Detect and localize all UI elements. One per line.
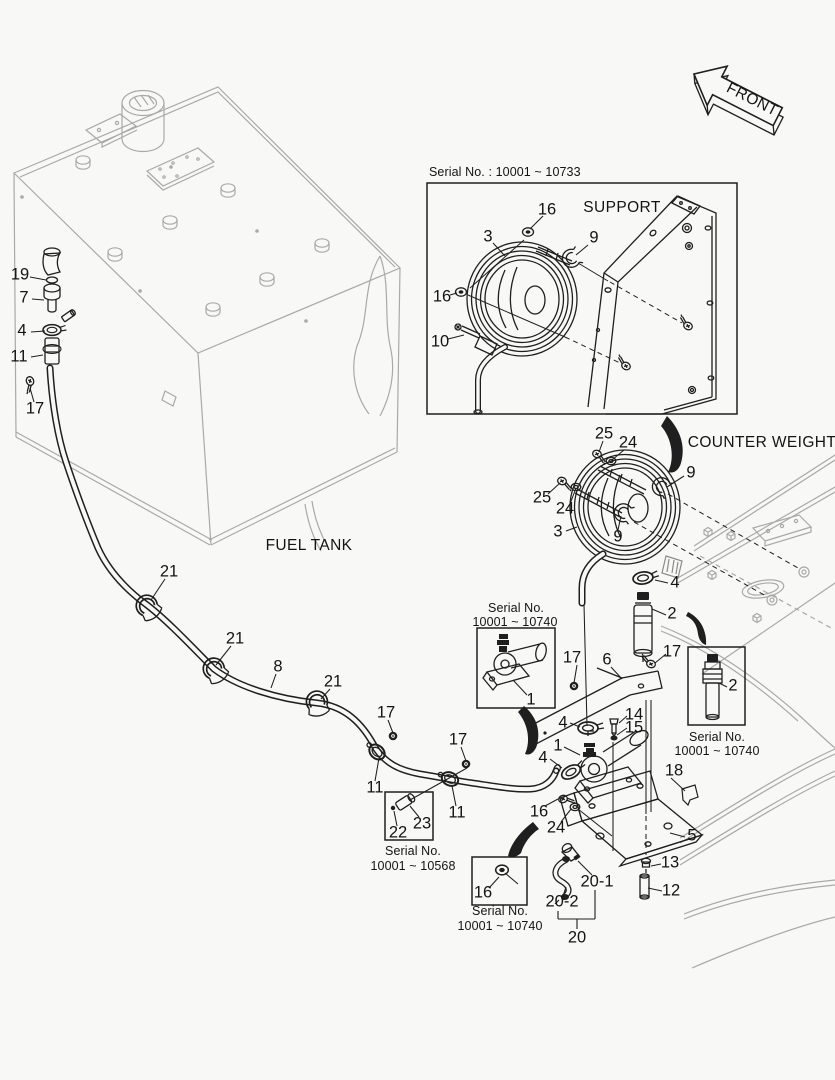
leader-lines [29,215,728,897]
counter-weight-drawing [660,454,835,969]
pump-assembly [529,667,663,851]
reference-swoosh-arrows [508,416,707,857]
pin-12 [639,873,650,900]
fuel-hose-drawing [46,364,579,793]
mount-bracket-assembly [552,770,704,929]
counterweight-coil-assembly [555,448,799,727]
inset-support-box [426,182,738,415]
support-coil-assembly [466,241,578,357]
support-bracket [587,195,717,415]
bolt-14 [609,718,619,738]
tank-access-plate [145,147,216,191]
tank-fitting-stack [20,247,76,395]
grommet-detail-box [471,856,528,906]
front-direction-arrow [692,65,784,136]
fuel-filler-neck [121,89,165,153]
pump-detail-box [476,627,556,709]
clip-detail-box [384,791,434,841]
bolt-13 [640,857,652,873]
filter-assembly [631,568,661,900]
fuel-tank-drawing [12,86,402,552]
filter-detail-box [687,646,746,726]
